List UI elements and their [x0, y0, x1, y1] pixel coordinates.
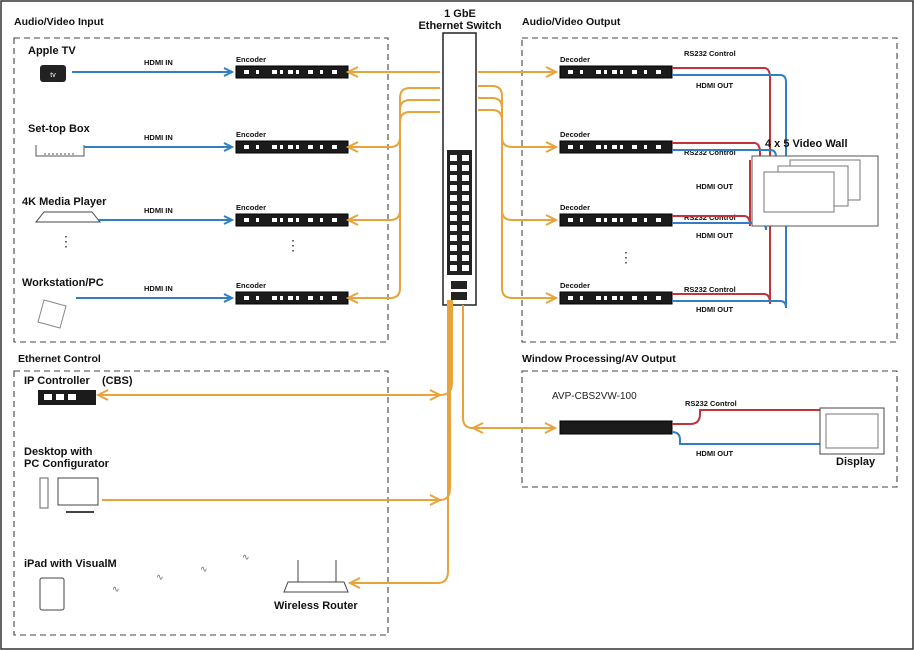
- video-wall: 4 x 5 Video Wall: [751, 138, 879, 227]
- rs232-label: RS232 Control: [685, 399, 737, 408]
- hdmi-in-label: HDMI IN: [144, 58, 173, 67]
- encoder-label: Encoder: [236, 281, 266, 290]
- hdmi-out-label: HDMI OUT: [696, 81, 733, 90]
- encoder-device: [235, 213, 349, 227]
- hdmi-out-label: HDMI OUT: [696, 449, 733, 458]
- decoder-device: [559, 65, 673, 79]
- decoder-device: [559, 140, 673, 154]
- section-title-av-input: Audio/Video Input: [14, 16, 104, 28]
- control-ethernet-links: [95, 300, 558, 589]
- wifi-signal-icon: ∿: [112, 584, 120, 594]
- svg-text:∿: ∿: [200, 564, 208, 574]
- section-title-window-processing: Window Processing/AV Output: [522, 353, 676, 365]
- avp-processor: AVP-CBS2VW-100 RS232 Control HDMI OUT Di…: [552, 391, 885, 468]
- ip-controller-icon: [38, 390, 96, 405]
- hdmi-out-label: HDMI OUT: [696, 231, 733, 240]
- more-encoders-indicator: ⋮: [286, 237, 300, 253]
- hdmi-out-label: HDMI OUT: [696, 305, 733, 314]
- rs232-label: RS232 Control: [684, 213, 736, 222]
- apple-tv-icon-text: tv: [50, 72, 56, 79]
- ethernet-control-frame: [13, 370, 389, 636]
- router-label: Wireless Router: [274, 600, 358, 612]
- router-icon: [283, 581, 349, 593]
- ip-controller-suffix: (CBS): [102, 375, 133, 387]
- ip-controller-label: IP Controller: [24, 375, 91, 387]
- encoder-label: Encoder: [236, 130, 266, 139]
- ipad-visualm: iPad with VisualM ∿ ∿ ∿ ∿: [24, 552, 250, 611]
- desktop-tower-icon: [39, 477, 49, 509]
- svg-text:∿: ∿: [156, 572, 164, 582]
- video-wall-label: 4 x 5 Video Wall: [765, 138, 848, 150]
- rs232-label: RS232 Control: [684, 148, 736, 157]
- decoder-label: Decoder: [560, 130, 590, 139]
- encoder-device: [235, 65, 349, 79]
- hdmi-in-label: HDMI IN: [144, 206, 173, 215]
- input-chain: HDMI IN Encoder: [76, 111, 440, 305]
- source-set-top-box: Set-top Box: [28, 123, 91, 157]
- section-title-ethernet-control: Ethernet Control: [18, 353, 101, 365]
- workstation-icon: [37, 299, 67, 329]
- decoder-label: Decoder: [560, 55, 590, 64]
- hdmi-in-label: HDMI IN: [144, 133, 173, 142]
- svg-text:∿: ∿: [242, 552, 250, 562]
- set-top-box-icon: [35, 145, 85, 157]
- desktop-label-line1: Desktop with: [24, 446, 93, 458]
- rs232-label: RS232 Control: [684, 285, 736, 294]
- source-apple-tv: Apple TV tv: [28, 45, 76, 82]
- encoder-device: [235, 140, 349, 154]
- source-label: Apple TV: [28, 45, 76, 57]
- display-label: Display: [836, 456, 876, 468]
- switch-label-line1: 1 GbE: [444, 8, 476, 20]
- av-output-frame: [521, 37, 898, 343]
- desktop-monitor-icon: [57, 477, 99, 506]
- svg-text:⋮: ⋮: [59, 233, 73, 249]
- source-label: Set-top Box: [28, 123, 91, 135]
- source-workstation-pc: Workstation/PC: [22, 277, 104, 329]
- media-player-icon: [34, 211, 102, 223]
- source-4k-media-player: 4K Media Player ⋮: [22, 196, 107, 249]
- encoder-label: Encoder: [236, 55, 266, 64]
- decoder-device: [559, 291, 673, 305]
- ethernet-switch: [442, 32, 477, 306]
- ipad-icon: [39, 577, 65, 611]
- apple-tv-icon: [40, 65, 66, 82]
- switch-label-line2: Ethernet Switch: [418, 20, 501, 32]
- desktop-label-line2: PC Configurator: [24, 458, 110, 470]
- source-label: 4K Media Player: [22, 196, 107, 208]
- wireless-router: Wireless Router: [274, 560, 358, 612]
- more-decoders-indicator: ⋮: [619, 249, 633, 265]
- decoder-device: [559, 213, 673, 227]
- input-chain: HDMI IN Encoder: [98, 99, 440, 227]
- rs232-label: RS232 Control: [684, 49, 736, 58]
- hdmi-out-label: HDMI OUT: [696, 182, 733, 191]
- input-chain: HDMI IN Encoder: [84, 87, 440, 154]
- encoder-label: Encoder: [236, 203, 266, 212]
- ipad-label: iPad with VisualM: [24, 558, 117, 570]
- hdmi-in-label: HDMI IN: [144, 284, 173, 293]
- ip-controller: IP Controller (CBS): [24, 375, 133, 405]
- decoder-label: Decoder: [560, 203, 590, 212]
- source-label: Workstation/PC: [22, 277, 104, 289]
- desktop-pc-configurator: Desktop with PC Configurator: [24, 446, 110, 513]
- input-chain: HDMI IN Encoder: [72, 55, 440, 79]
- av-input-frame: [13, 37, 389, 343]
- section-title-av-output: Audio/Video Output: [522, 16, 621, 28]
- encoder-device: [235, 291, 349, 305]
- processor-model: AVP-CBS2VW-100: [552, 391, 637, 402]
- decoder-label: Decoder: [560, 281, 590, 290]
